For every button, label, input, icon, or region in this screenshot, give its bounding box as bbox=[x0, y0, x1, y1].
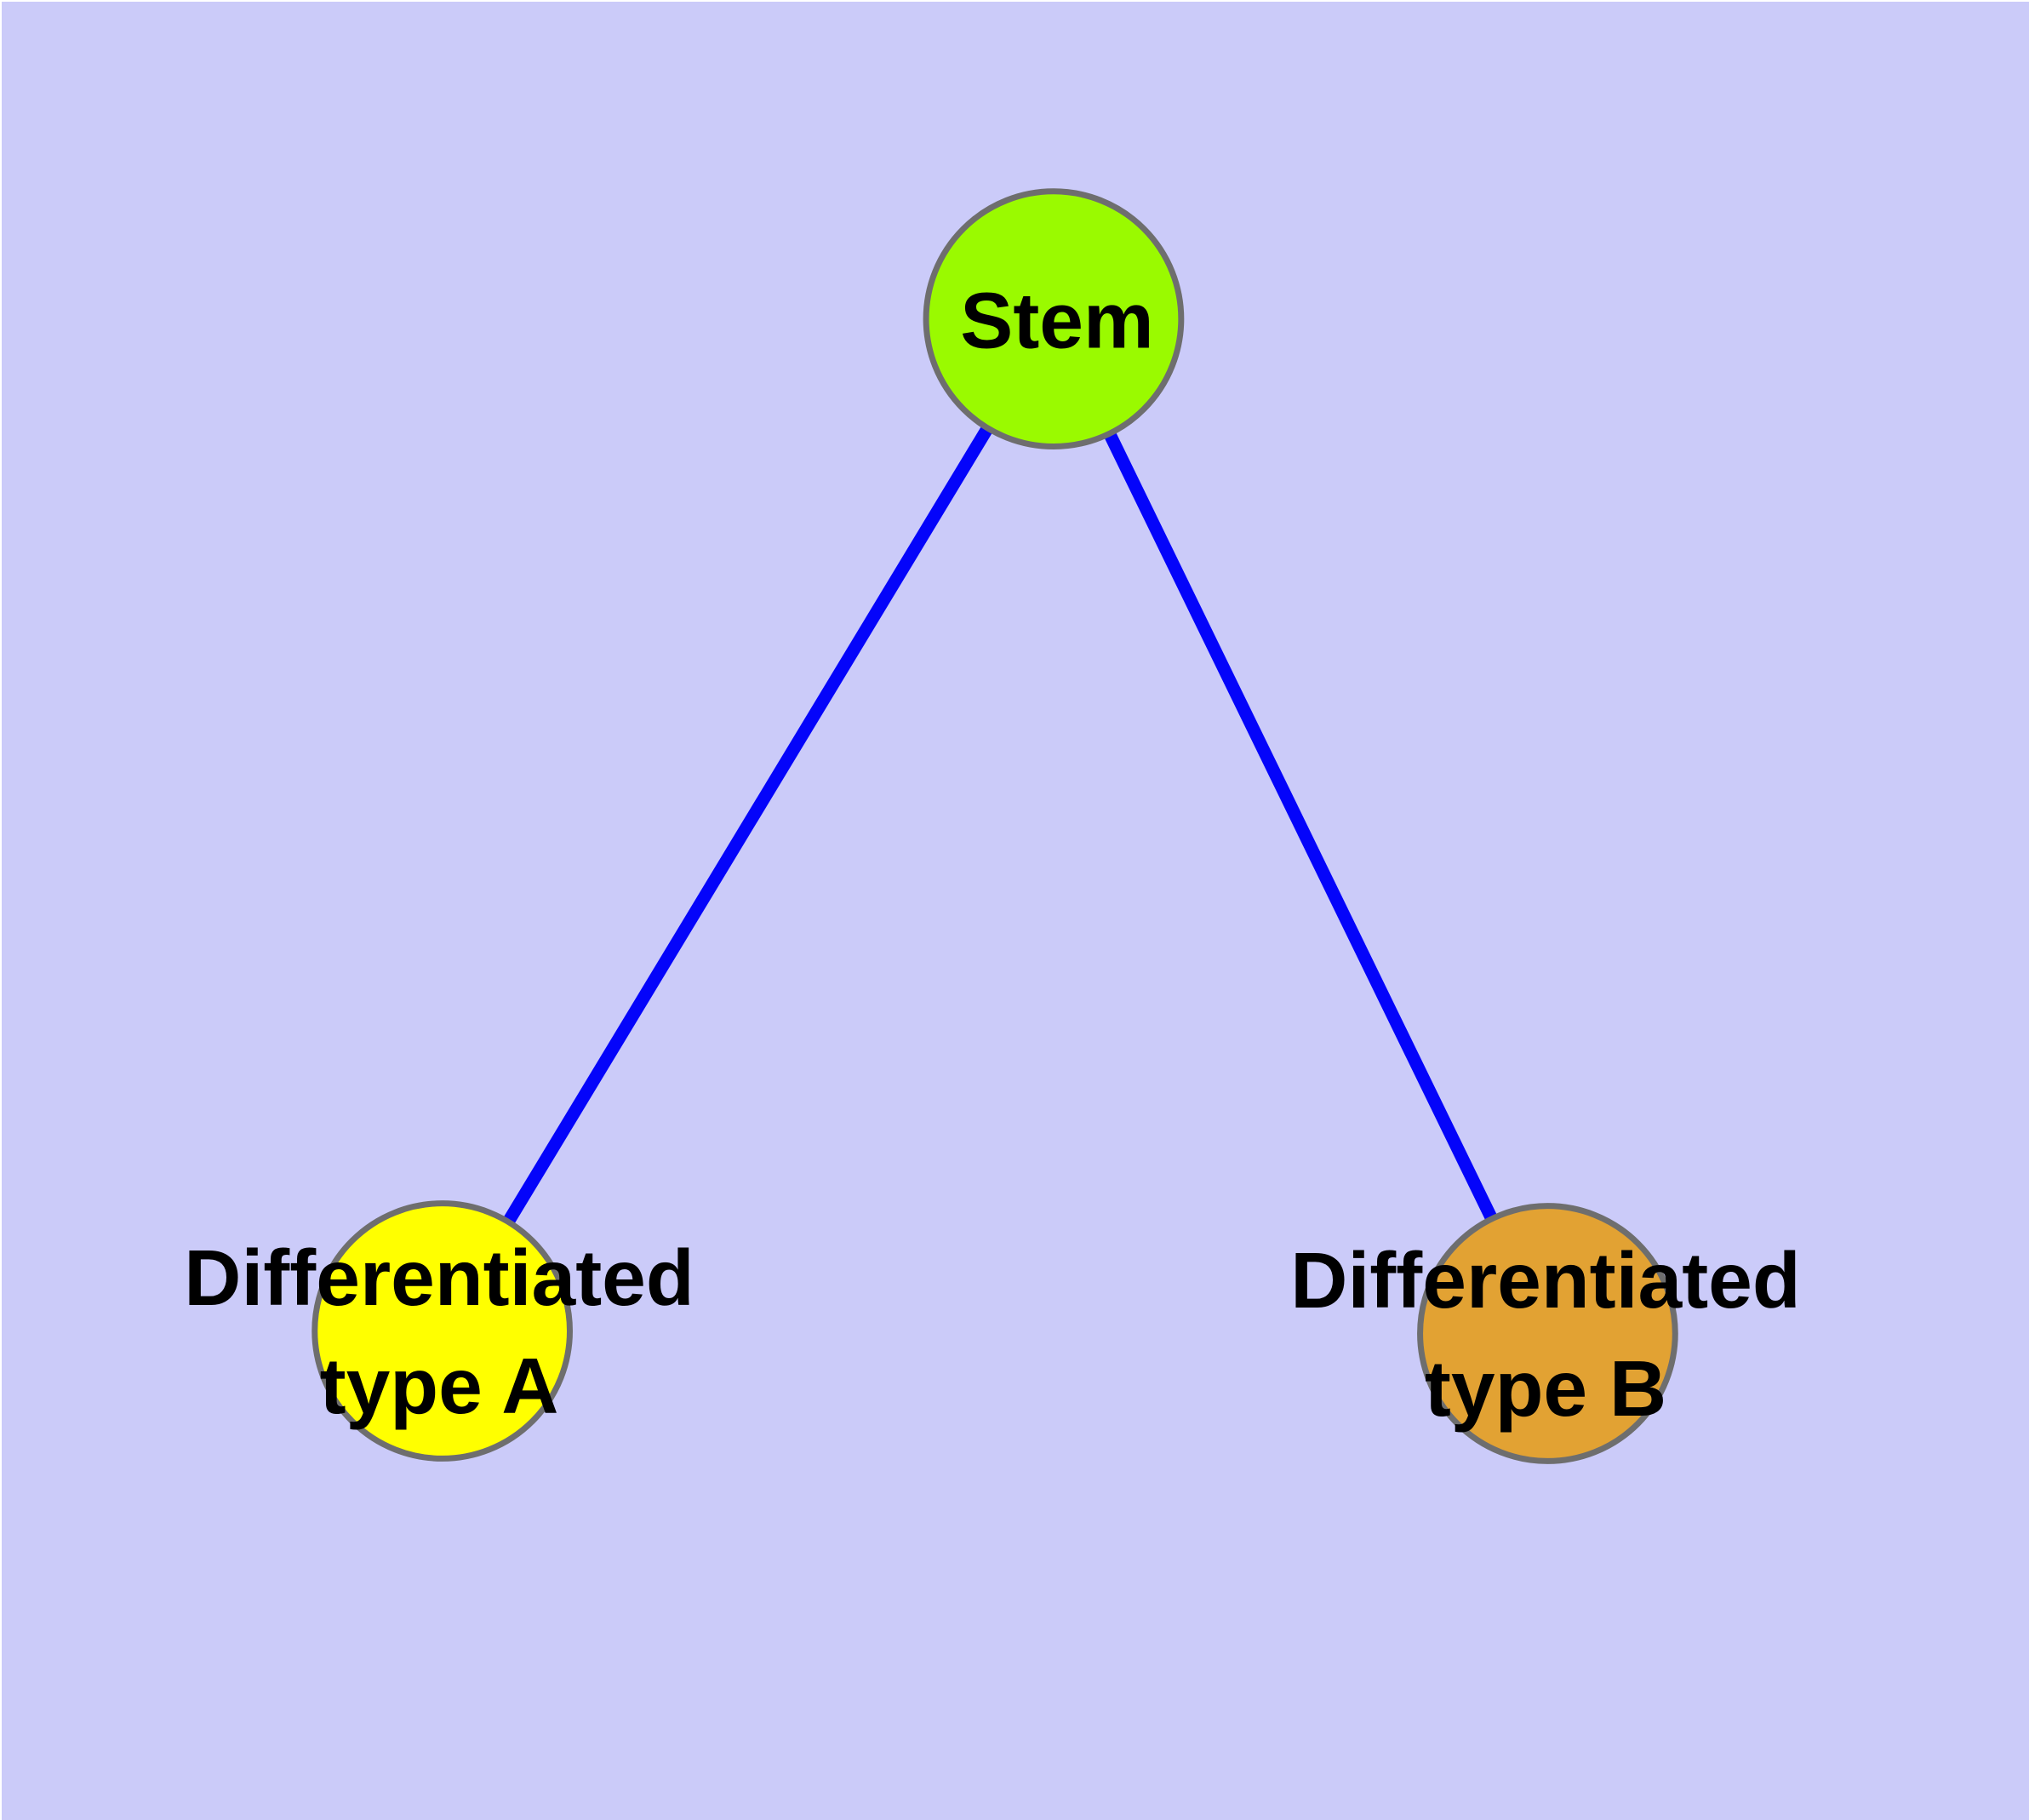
edge-stem-to-type-b bbox=[1048, 316, 1554, 1336]
node-differentiated-type-a-circle bbox=[311, 1200, 573, 1462]
node-differentiated-type-b-circle bbox=[1417, 1203, 1678, 1464]
edge-stem-to-type-a bbox=[437, 315, 1060, 1335]
node-stem-circle bbox=[923, 188, 1185, 450]
